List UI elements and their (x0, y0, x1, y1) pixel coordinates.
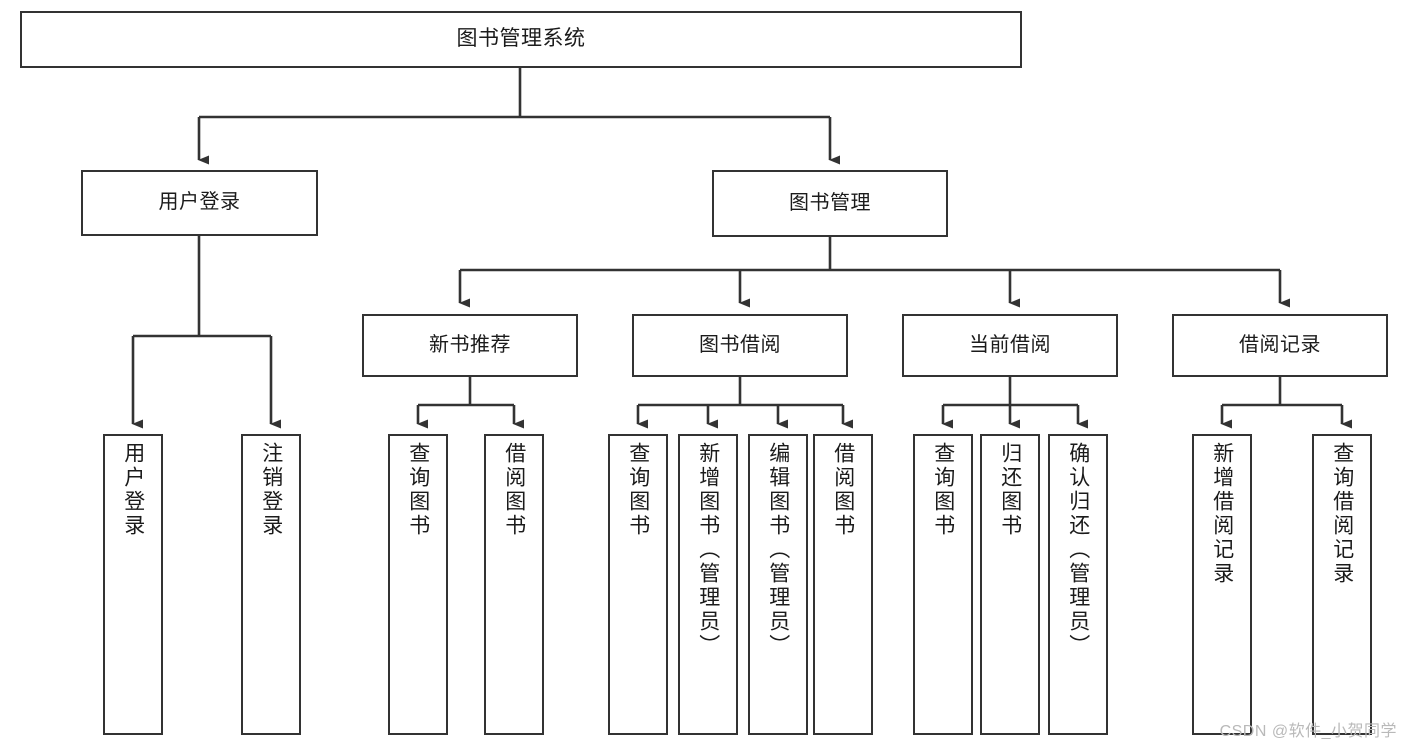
leaf-book-borrow-borrow-book[interactable]: 借阅图书 (813, 434, 873, 735)
leaf-borrow-record-add-record[interactable]: 新增借阅记录 (1192, 434, 1252, 735)
node-label: 编辑图书（管理员） (766, 442, 790, 658)
node-borrow-record[interactable]: 借阅记录 (1172, 314, 1388, 377)
leaf-book-borrow-edit-book-admin[interactable]: 编辑图书（管理员） (748, 434, 808, 735)
leaf-new-book-borrow-book[interactable]: 借阅图书 (484, 434, 544, 735)
node-label: 借阅图书 (502, 442, 526, 538)
leaf-book-borrow-add-book-admin[interactable]: 新增图书（管理员） (678, 434, 738, 735)
leaf-new-book-query-book[interactable]: 查询图书 (388, 434, 448, 735)
node-label: 图书借阅 (699, 333, 781, 356)
node-root-book-management-system[interactable]: 图书管理系统 (20, 11, 1022, 68)
node-book-borrow[interactable]: 图书借阅 (632, 314, 848, 377)
node-label: 图书管理系统 (456, 27, 586, 51)
node-label: 注销登录 (259, 442, 283, 538)
leaf-current-borrow-confirm-return-admin[interactable]: 确认归还（管理员） (1048, 434, 1108, 735)
node-label: 归还图书 (998, 442, 1022, 538)
node-label: 查询图书 (626, 442, 650, 538)
leaf-book-borrow-query-book[interactable]: 查询图书 (608, 434, 668, 735)
node-new-book-recommend[interactable]: 新书推荐 (362, 314, 578, 377)
node-label: 新增借阅记录 (1210, 442, 1234, 586)
node-label: 查询图书 (406, 442, 430, 538)
node-label: 当前借阅 (969, 333, 1051, 356)
watermark-text: CSDN @软件_小贺同学 (1219, 723, 1397, 740)
leaf-current-borrow-query-book[interactable]: 查询图书 (913, 434, 973, 735)
node-label: 新书推荐 (429, 333, 511, 356)
node-label: 图书管理 (789, 191, 871, 214)
leaf-user-login-logout[interactable]: 注销登录 (241, 434, 301, 735)
node-user-login[interactable]: 用户登录 (81, 170, 318, 236)
node-book-management[interactable]: 图书管理 (712, 170, 948, 237)
leaf-user-login-login[interactable]: 用户登录 (103, 434, 163, 735)
leaf-borrow-record-query-record[interactable]: 查询借阅记录 (1312, 434, 1372, 735)
node-label: 借阅图书 (831, 442, 855, 538)
node-label: 新增图书（管理员） (696, 442, 720, 658)
leaf-current-borrow-return-book[interactable]: 归还图书 (980, 434, 1040, 735)
node-label: 借阅记录 (1239, 333, 1321, 356)
node-label: 查询借阅记录 (1330, 442, 1354, 586)
node-label: 确认归还（管理员） (1066, 442, 1090, 658)
node-label: 查询图书 (931, 442, 955, 538)
node-label: 用户登录 (121, 442, 145, 538)
node-label: 用户登录 (158, 191, 241, 214)
node-current-borrow[interactable]: 当前借阅 (902, 314, 1118, 377)
